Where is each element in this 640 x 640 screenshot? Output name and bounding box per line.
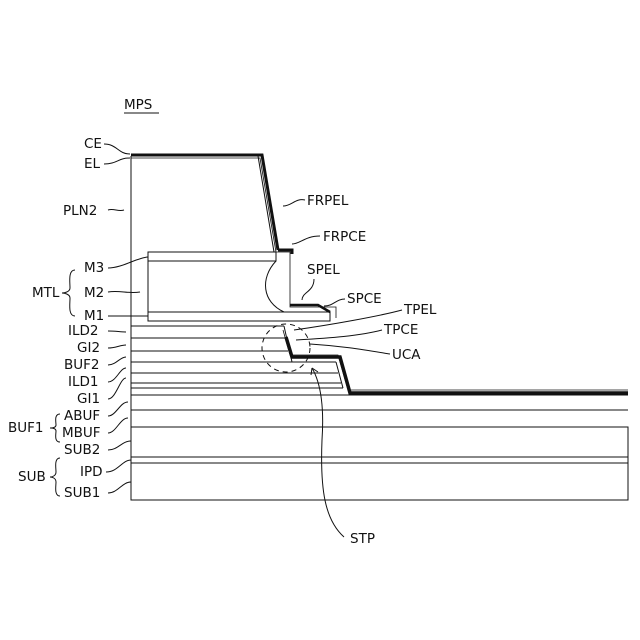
label-stp: STP [350, 531, 375, 547]
label-pln2: PLN2 [63, 203, 97, 219]
sub2-layer [131, 427, 628, 457]
leader-m3 [108, 257, 148, 268]
label-sub1: SUB1 [64, 485, 100, 501]
pln2-outline [131, 156, 274, 252]
label-el: EL [84, 156, 101, 172]
step-wall-upper [284, 326, 292, 362]
m2-undercut-curve [266, 261, 284, 312]
label-tpce: TPCE [383, 322, 418, 338]
label-m2: M2 [84, 285, 104, 301]
sub-brace [50, 458, 60, 496]
label-tpel: TPEL [403, 302, 437, 318]
label-ild2: ILD2 [68, 323, 99, 339]
title-mps: MPS [124, 97, 152, 113]
label-buf2: BUF2 [64, 357, 100, 373]
leader-mbuf [108, 418, 128, 433]
leader-ild2 [108, 331, 126, 332]
label-ild1: ILD1 [68, 374, 99, 390]
label-uca: UCA [392, 347, 421, 363]
label-m1: M1 [84, 308, 104, 324]
label-ipd: IPD [80, 464, 103, 480]
label-gi2: GI2 [77, 340, 100, 356]
label-frpce: FRPCE [323, 229, 366, 245]
leader-stp [312, 368, 344, 537]
leader-uca [310, 344, 390, 354]
leader-abuf [108, 402, 128, 416]
label-gi1: GI1 [77, 391, 100, 407]
tpel-line [283, 330, 628, 390]
leader-sub1 [108, 482, 131, 493]
label-frpel: FRPEL [307, 193, 349, 209]
uca-dashed-circle [262, 324, 310, 372]
leader-ce [104, 144, 130, 154]
label-spel: SPEL [307, 262, 340, 278]
mtl-brace [62, 270, 75, 316]
leader-frpce [292, 236, 320, 244]
label-mbuf: MBUF [62, 425, 101, 441]
leader-spel [302, 279, 314, 300]
m1-metal-layer [148, 312, 330, 321]
leader-buf2 [108, 357, 126, 365]
leader-ipd [106, 460, 131, 472]
sub1-layer [131, 463, 628, 500]
label-abuf: ABUF [64, 408, 100, 424]
buf1-brace [50, 414, 60, 442]
leader-m2 [108, 291, 140, 292]
leader-pln2 [108, 209, 124, 210]
m3-metal-layer [148, 252, 276, 261]
leader-gi2 [108, 345, 126, 348]
label-mtl: MTL [32, 285, 60, 301]
leader-tpce [296, 330, 382, 340]
label-m3: M3 [84, 260, 104, 276]
leader-el [104, 158, 130, 164]
ce-cathode-upper [131, 155, 278, 250]
label-ce: CE [84, 136, 102, 152]
leader-frpel [283, 200, 305, 206]
label-sub: SUB [18, 469, 46, 485]
ipd-layer [131, 457, 628, 463]
leader-sub2 [108, 441, 131, 450]
leader-spce [324, 299, 345, 306]
label-buf1: BUF1 [8, 420, 44, 436]
label-spce: SPCE [347, 291, 382, 307]
label-sub2: SUB2 [64, 442, 100, 458]
